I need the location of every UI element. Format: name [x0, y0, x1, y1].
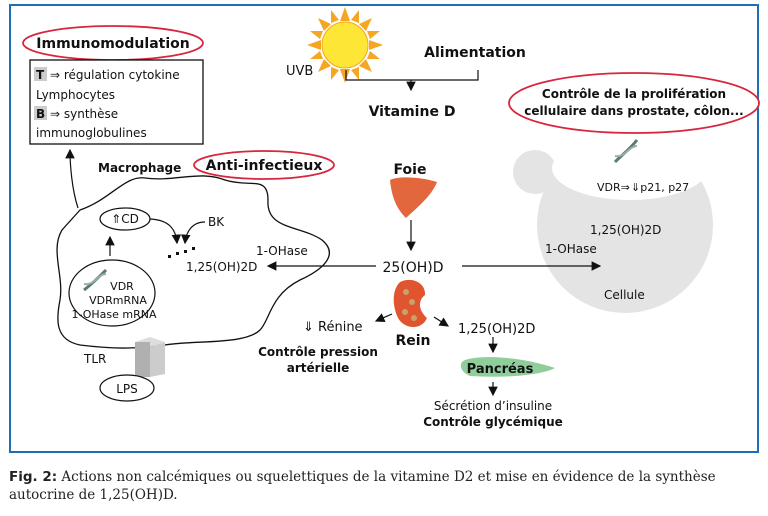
anti-infectieux-label: Anti-infectieux — [206, 158, 323, 174]
cell-calcitriol: 1,25(OH)2D — [590, 223, 661, 237]
dotted-marker — [168, 247, 195, 258]
pression-line2: artérielle — [287, 361, 349, 375]
cell: VDR⇒ ⇓p21, p27 1,25(OH)2D 1-OHase Cellul… — [513, 136, 713, 313]
cell-label: Cellule — [604, 288, 645, 302]
dna-icon — [83, 268, 108, 292]
cd-label: ⇑CD — [111, 212, 139, 226]
cell-vdr: VDR⇒ — [597, 181, 630, 194]
nucleus-ohase-mrna: 1-OHase mRNA — [71, 308, 157, 321]
diagram-canvas: VDR⇒ ⇓p21, p27 1,25(OH)2D 1-OHase Cellul… — [22, 7, 760, 429]
immuno-line-3: ⇒ synthèse — [50, 107, 118, 121]
caption-text: Actions non calcémiques ou squelettiques… — [9, 469, 716, 503]
cell-nucleus — [552, 136, 708, 200]
caption-figure-number: Fig. 2: — [9, 469, 58, 485]
immunomodulation-callout: Immunomodulation T ⇒ régulation cytokine… — [22, 25, 204, 145]
kidney-label: Rein — [395, 333, 430, 349]
macrophage-calcitriol: 1,25(OH)2D — [186, 260, 257, 274]
secretion-label: Sécrétion d’insuline — [434, 399, 552, 413]
sources-bracket — [345, 70, 479, 81]
badge-t-label: T — [36, 68, 45, 82]
badge-b-label: B — [36, 107, 45, 121]
lps-label: LPS — [116, 382, 138, 396]
macrophage: Macrophage Anti-infectieux ⇑CD BK 1-OHas… — [56, 150, 335, 402]
proliferation-line1: Contrôle de la prolifération — [542, 87, 726, 101]
calcidiol-label: 25(OH)D — [382, 260, 443, 276]
renine-label: ⇓ Rénine — [303, 320, 363, 335]
cell-p21-p27: ⇓p21, p27 — [631, 181, 689, 194]
cell-ohase: 1-OHase — [545, 242, 597, 256]
immuno-line-1: ⇒ régulation cytokine — [50, 68, 180, 82]
pancreas-label: Pancréas — [467, 362, 534, 377]
kidney-icon — [393, 279, 427, 327]
pancreas-icon — [460, 357, 555, 377]
sun-icon — [307, 7, 383, 83]
badge-b — [34, 106, 47, 120]
tlr-receptor-icon — [135, 337, 165, 377]
liver-label: Foie — [394, 162, 427, 178]
cell-bud — [513, 150, 557, 194]
alimentation-label: Alimentation — [424, 45, 526, 61]
bk-label: BK — [208, 215, 225, 229]
tlr-label: TLR — [83, 352, 106, 366]
dna-icon — [613, 139, 639, 164]
immuno-line-4: immunoglobulines — [36, 126, 147, 140]
badge-t — [34, 67, 47, 81]
nucleus-vdrmrna: VDRmRNA — [89, 294, 147, 307]
immunomodulation-title: Immunomodulation — [36, 36, 189, 52]
macrophage-label: Macrophage — [98, 161, 181, 175]
pression-line1: Contrôle pression — [258, 345, 378, 359]
nucleus-vdr: VDR — [110, 280, 134, 293]
liver-icon — [390, 177, 437, 218]
immunomodulation-box — [29, 59, 204, 145]
glycemie-label: Contrôle glycémique — [423, 415, 563, 429]
arrow-to-immunomodulation — [65, 148, 79, 209]
proliferation-callout: Contrôle de la prolifération cellulaire … — [508, 72, 760, 134]
figure-caption: Fig. 2: Actions non calcémiques ou squel… — [9, 468, 761, 504]
proliferation-line2: cellulaire dans prostate, côlon... — [524, 104, 743, 118]
uvb-label: UVB — [286, 64, 313, 79]
macrophage-ohase: 1-OHase — [256, 244, 308, 258]
kidney-calcitriol: 1,25(OH)2D — [458, 322, 535, 337]
immuno-line-2: Lymphocytes — [36, 88, 115, 102]
vitamine-d-label: Vitamine D — [369, 104, 456, 120]
